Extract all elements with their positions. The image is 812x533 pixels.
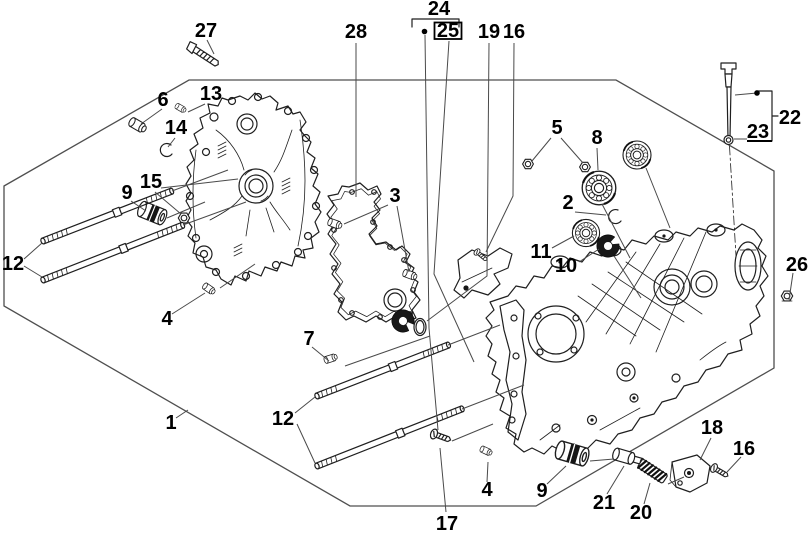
callout-25: 25 [437,20,459,42]
part-oring-23 [723,134,734,146]
callout-22: 22 [779,107,801,129]
part-plug-3-b [401,268,419,282]
callout-13: 13 [200,83,222,105]
callout-14: 14 [165,117,188,139]
callout-9-right: 9 [536,480,547,502]
callout-8: 8 [591,127,602,149]
part-nut-26 [780,290,794,302]
callout-16-top: 16 [503,21,525,43]
callout-23: 23 [747,121,769,143]
callout-19: 19 [478,21,500,43]
part-bolt-27 [186,41,219,67]
callout-1: 1 [165,412,176,434]
assembly-axis-lines [166,167,685,485]
part-plug-4-right [478,444,494,457]
parts-layer [40,41,794,493]
callout-4-right: 4 [481,479,493,501]
part-screw-17 [428,427,453,446]
callout-11: 11 [530,241,551,263]
part-plug-3-a [326,217,344,231]
diagram-border [3,79,775,507]
callout-3: 3 [389,185,400,207]
part-bolt-16-right [708,461,731,481]
callout-21: 21 [593,492,615,514]
callout-decor [411,18,779,142]
part-stud-12-left-b [40,221,186,284]
part-oil-seal-10 [596,234,622,258]
leader-dot-24 [421,28,428,35]
callout-24: 24 [428,0,451,20]
callout-20: 20 [630,502,652,524]
callout-26: 26 [786,254,808,276]
callout-6: 6 [157,89,168,111]
part-bushing-9-right [554,440,590,467]
part-nut-5-b [579,161,591,173]
callout-4-left: 4 [161,308,173,330]
callout-5: 5 [551,117,562,139]
leader-dot-22 [754,90,760,96]
part-stud-12-left-a [40,187,175,245]
callout-12-left: 12 [2,253,24,275]
part-bracket-18 [669,454,711,493]
right-crankcase-half-drawing [485,223,769,455]
part-nut-15 [177,212,191,224]
part-spring-20 [637,458,668,484]
part-bearing-8 [581,170,617,206]
part-bearing-8-b [622,140,652,170]
part-clip-14 [159,142,173,158]
part-circlip-2 [607,208,622,225]
part-dipstick-22 [720,62,737,257]
callout-2: 2 [562,192,573,214]
callout-18: 18 [701,417,723,439]
gasket-drawing [326,182,421,323]
part-bolt-6 [126,116,149,135]
callout-10: 10 [555,255,577,277]
leader-lines [23,34,794,513]
callout-27: 27 [195,20,217,42]
callout-9-left: 9 [121,182,132,204]
part-stud-12-right-a [314,341,452,400]
callout-7: 7 [303,328,314,350]
part-bushing-9-left [136,200,168,226]
callout-28: 28 [345,21,367,43]
callout-15: 15 [140,171,162,193]
part-plug-13 [173,102,188,114]
callout-16-right: 16 [733,438,755,460]
part-oring-19 [413,317,427,337]
callout-12-right: 12 [272,408,294,430]
callout-22-bracket [755,90,779,142]
left-crankcase-half-drawing [185,92,322,286]
part-bearing-11 [571,218,601,248]
callout-25-box [433,21,463,40]
callout-17: 17 [436,513,458,533]
